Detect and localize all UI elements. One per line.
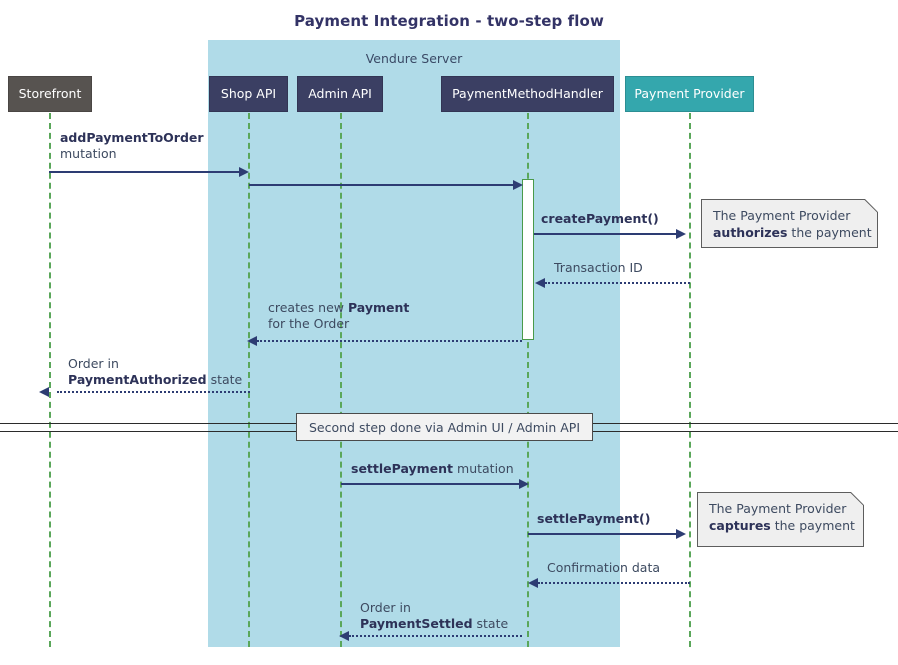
note-captures: The Payment Provider captures the paymen… — [697, 492, 864, 547]
note-body: The Payment Provider authorizes the paym… — [701, 199, 878, 248]
group-box-label: Vendure Server — [365, 51, 463, 66]
participant-storefront[interactable]: Storefront — [8, 76, 92, 112]
message-label-creates-new-payment: creates new Payment for the Order — [268, 300, 409, 332]
page-title: Payment Integration - two-step flow — [294, 12, 604, 30]
message-label-settle-payment-call: settlePayment() — [537, 511, 650, 527]
participant-payment-provider[interactable]: Payment Provider — [625, 76, 754, 112]
arrow-head-shop-api-to-handler — [513, 180, 523, 190]
participant-label: Storefront — [18, 85, 82, 101]
participant-label: Payment Provider — [634, 85, 745, 101]
participant-payment-method-handler[interactable]: PaymentMethodHandler — [441, 76, 614, 112]
message-line-confirmation-data — [538, 582, 690, 584]
message-label-add-payment-to-order: addPaymentToOrder mutation — [60, 130, 204, 162]
participant-label: PaymentMethodHandler — [452, 85, 603, 101]
message-label-line: PaymentSettled state — [360, 616, 509, 631]
message-line-add-payment-to-order — [49, 171, 239, 173]
note-line-2: captures the payment — [709, 518, 855, 533]
message-line-transaction-id — [545, 282, 690, 284]
message-line-create-payment — [534, 233, 676, 235]
message-label-create-payment: createPayment() — [541, 211, 659, 227]
participant-label: Admin API — [308, 85, 372, 101]
group-box-vendure-server — [208, 40, 620, 647]
participant-shop-api[interactable]: Shop API — [209, 76, 288, 112]
activation-bar-payment-method-handler — [522, 179, 534, 340]
lifeline-payment-method-handler — [527, 113, 529, 647]
arrow-head-order-payment-settled — [339, 631, 349, 641]
participant-admin-api[interactable]: Admin API — [297, 76, 383, 112]
message-label-line: PaymentAuthorized state — [68, 372, 243, 387]
arrow-head-create-payment — [676, 229, 686, 239]
message-label-line: Order in — [360, 600, 411, 615]
message-label-transaction-id: Transaction ID — [554, 260, 643, 276]
arrow-head-add-payment-to-order — [239, 167, 249, 177]
arrow-head-transaction-id — [535, 278, 545, 288]
message-line-shop-api-to-handler — [249, 184, 513, 186]
message-line-order-payment-authorized — [57, 391, 250, 393]
message-label-line: addPaymentToOrder — [60, 130, 204, 145]
message-line-creates-new-payment — [257, 340, 522, 342]
lifeline-admin-api — [340, 113, 342, 647]
lifeline-shop-api — [248, 113, 250, 647]
message-line-order-payment-settled — [349, 635, 522, 637]
message-label-confirmation-data: Confirmation data — [547, 560, 660, 576]
arrow-head-creates-new-payment — [247, 336, 257, 346]
arrow-head-settle-payment-mutation — [519, 479, 529, 489]
note-line-1: The Payment Provider — [713, 208, 851, 223]
arrow-head-order-payment-authorized — [39, 387, 49, 397]
message-line-settle-payment-mutation — [341, 483, 519, 485]
note-line-1: The Payment Provider — [709, 501, 847, 516]
message-label-order-payment-settled: Order in PaymentSettled state — [360, 600, 508, 632]
lifeline-storefront — [49, 113, 51, 647]
message-label-line: mutation — [60, 146, 117, 161]
message-label-line: settlePayment() — [537, 511, 651, 526]
note-line-2: authorizes the payment — [713, 225, 872, 240]
message-label-line: createPayment() — [541, 211, 659, 226]
participant-label: Shop API — [220, 85, 277, 101]
message-label-line: settlePayment mutation — [351, 461, 514, 476]
divider-label-box: Second step done via Admin UI / Admin AP… — [296, 413, 593, 441]
lifeline-payment-provider — [689, 113, 691, 647]
message-label-line: for the Order — [268, 316, 350, 331]
message-label-line: creates new Payment — [268, 300, 410, 315]
note-body: The Payment Provider captures the paymen… — [697, 492, 864, 547]
note-authorizes: The Payment Provider authorizes the paym… — [701, 199, 878, 248]
message-label-settle-payment-mutation: settlePayment mutation — [351, 461, 514, 477]
arrow-head-settle-payment-call — [676, 529, 686, 539]
divider-label: Second step done via Admin UI / Admin AP… — [308, 419, 581, 435]
message-label-line: Confirmation data — [547, 560, 661, 575]
message-label-line: Order in — [68, 356, 119, 371]
message-label-order-payment-authorized: Order in PaymentAuthorized state — [68, 356, 242, 388]
arrow-head-confirmation-data — [528, 578, 538, 588]
message-line-settle-payment-call — [528, 533, 676, 535]
message-label-line: Transaction ID — [554, 260, 643, 275]
